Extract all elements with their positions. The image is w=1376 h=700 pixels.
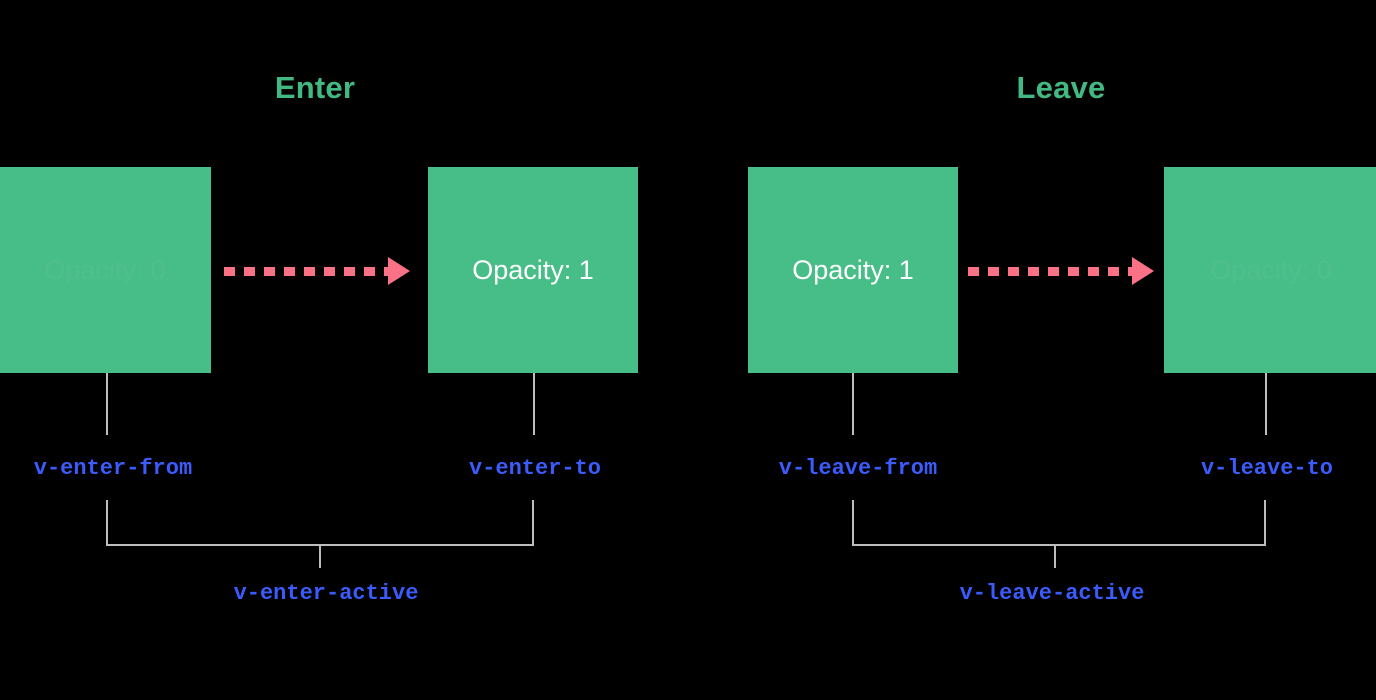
class-label-v-leave-to: v-leave-to (1200, 456, 1334, 481)
class-label-v-enter-from: v-enter-from (33, 456, 193, 481)
arrow-head-icon (1132, 257, 1154, 285)
connector-stem-leave-to (1265, 373, 1267, 435)
section-title-leave: Leave (1016, 70, 1106, 105)
class-label-v-leave-active: v-leave-active (959, 581, 1145, 606)
bracket-stem-leave-active (1054, 546, 1056, 568)
leave-transition-arrow (968, 257, 1154, 285)
bracket-leave-active (852, 500, 1266, 546)
arrow-dashed-line-icon (224, 266, 389, 276)
bracket-enter-active (106, 500, 534, 546)
state-box-enter-to-label: Opacity: 1 (472, 254, 594, 285)
state-box-leave-from-label: Opacity: 1 (792, 254, 914, 285)
connector-stem-leave-from (852, 373, 854, 435)
state-box-enter-to: Opacity: 1 (428, 167, 638, 373)
state-box-enter-from-label: Opacity: 0 (44, 256, 166, 284)
class-label-v-leave-from: v-leave-from (778, 456, 938, 481)
state-box-enter-from: Opacity: 0 (0, 167, 211, 373)
connector-stem-enter-from (106, 373, 108, 435)
state-box-leave-from: Opacity: 1 (748, 167, 958, 373)
bracket-stem-enter-active (319, 546, 321, 568)
arrow-dashed-line-icon (968, 266, 1133, 276)
class-label-v-enter-active: v-enter-active (233, 581, 419, 606)
state-box-leave-to: Opacity: 0 (1164, 167, 1376, 373)
arrow-head-icon (388, 257, 410, 285)
enter-transition-arrow (224, 257, 410, 285)
connector-stem-enter-to (533, 373, 535, 435)
section-title-enter: Enter (274, 70, 356, 105)
state-box-leave-to-label: Opacity: 0 (1210, 256, 1332, 284)
class-label-v-enter-to: v-enter-to (468, 456, 602, 481)
